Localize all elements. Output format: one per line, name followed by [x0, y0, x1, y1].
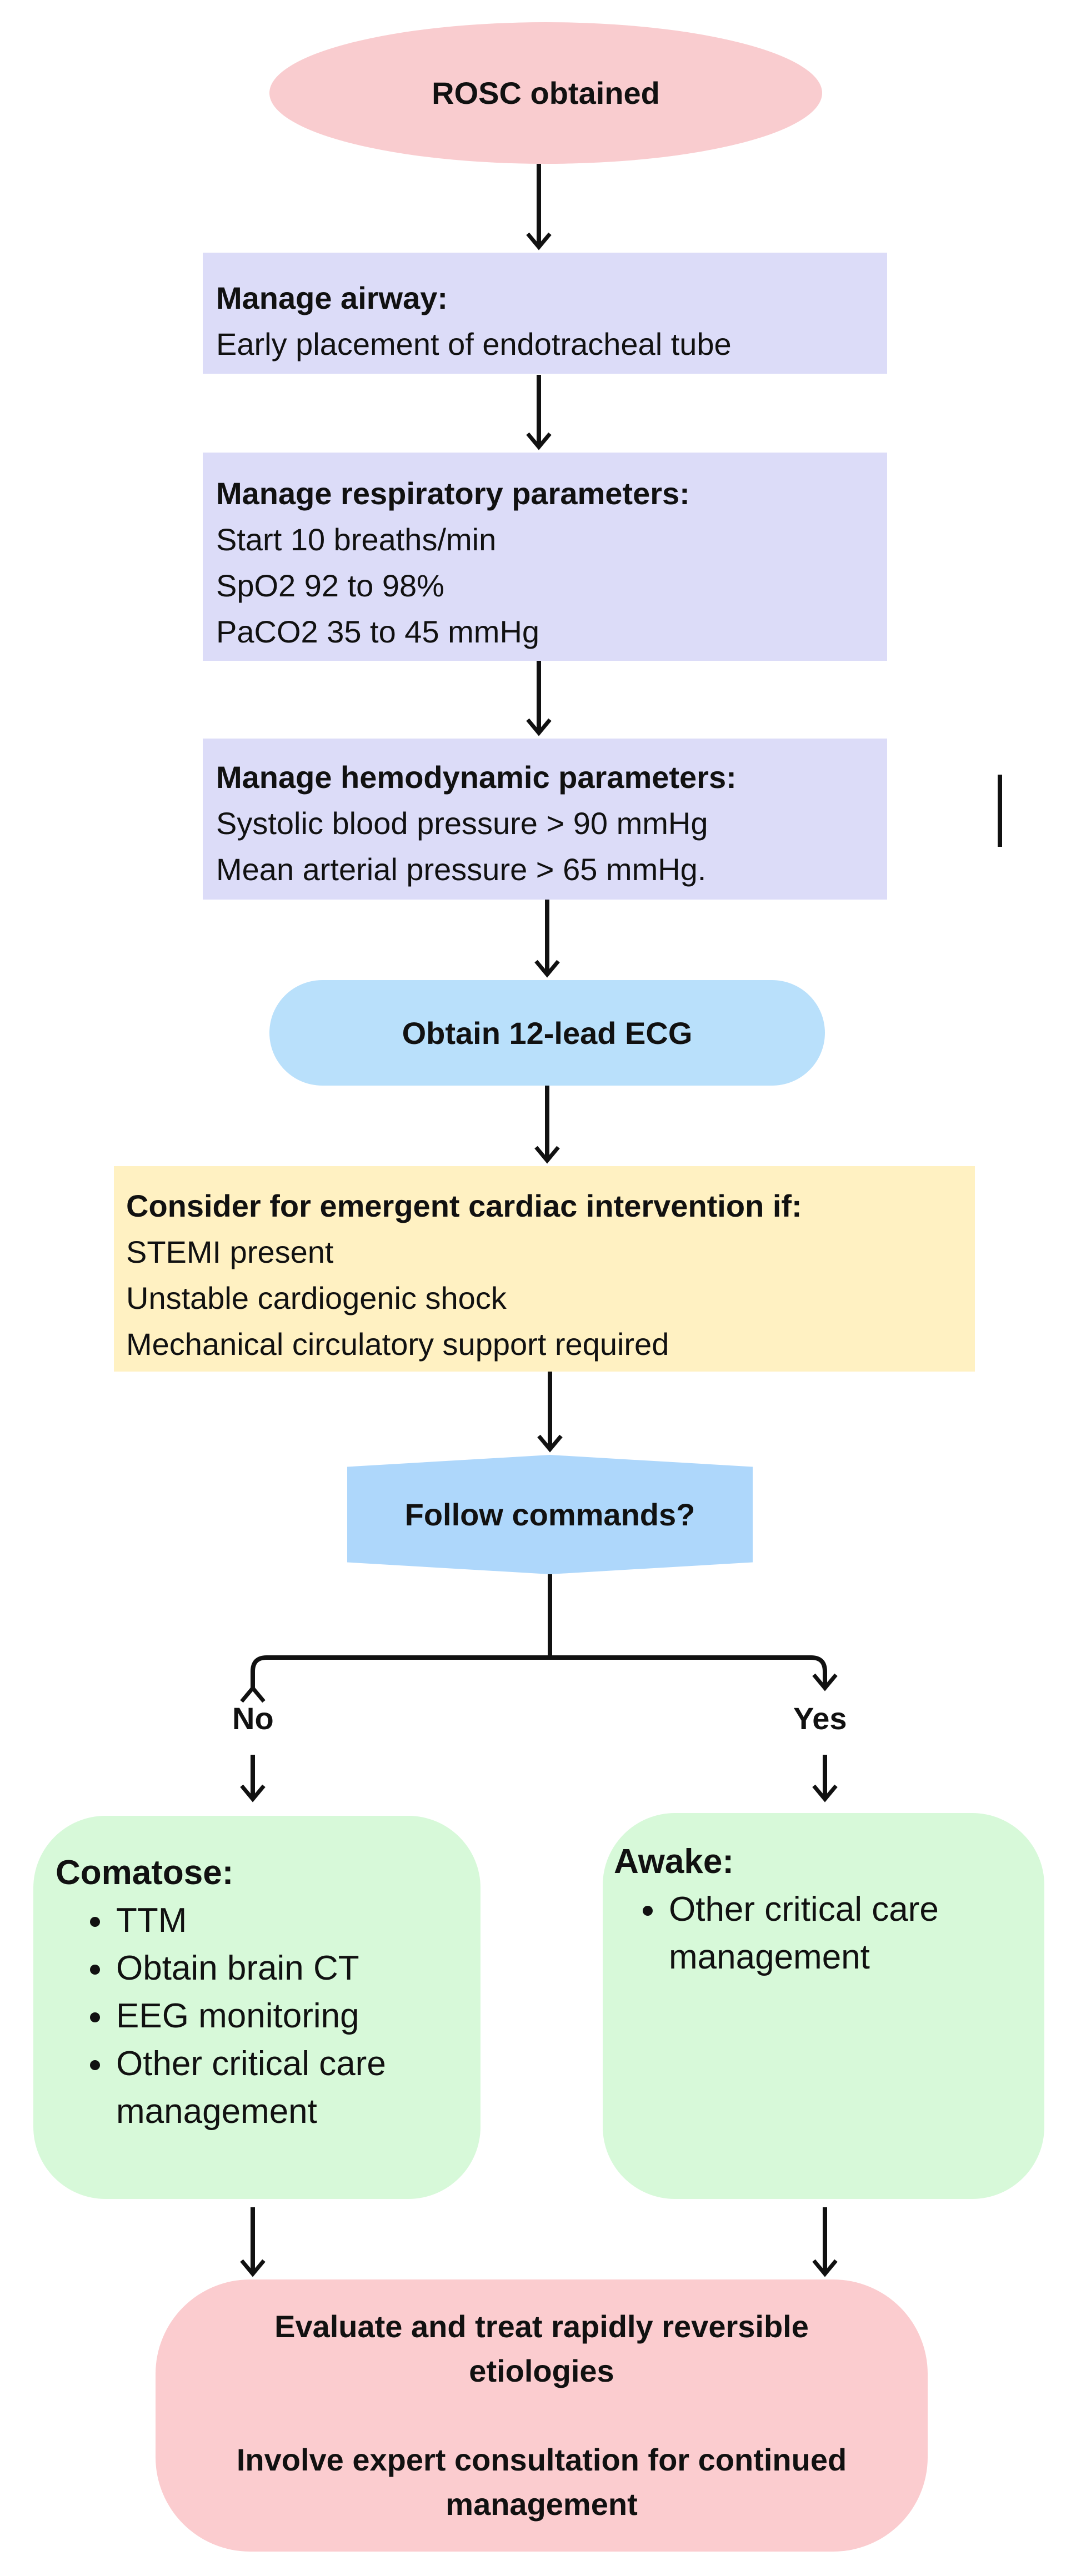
cardiac-line: Mechanical circulatory support required	[126, 1327, 669, 1362]
decision-label: Follow commands?	[404, 1497, 695, 1532]
respiratory-line: Start 10 breaths/min	[216, 522, 497, 557]
airway-box: Manage airway: Early placement of endotr…	[203, 253, 887, 374]
respiratory-box: Manage respiratory parameters: Start 10 …	[203, 453, 887, 661]
branch-bar	[240, 1655, 838, 1703]
respiratory-heading: Manage respiratory parameters:	[216, 476, 690, 511]
comatose-box: Comatose: TTM Obtain brain CT EEG monito…	[33, 1816, 481, 2199]
comatose-item: Obtain brain CT	[114, 1945, 481, 1992]
hemodynamic-line: Systolic blood pressure > 90 mmHg	[216, 806, 708, 841]
cardiac-line: STEMI present	[126, 1234, 334, 1269]
ecg-node: Obtain 12-lead ECG	[269, 980, 825, 1086]
start-label: ROSC obtained	[432, 76, 660, 111]
awake-heading: Awake:	[614, 1842, 734, 1881]
hemodynamic-heading: Manage hemodynamic parameters:	[216, 760, 737, 795]
awake-box: Awake: Other critical care management	[603, 1813, 1044, 2199]
comatose-item: Other critical care management	[114, 2040, 481, 2136]
cardiac-line: Unstable cardiogenic shock	[126, 1281, 507, 1315]
respiratory-line: PaCO2 35 to 45 mmHg	[216, 614, 540, 649]
cardiac-heading: Consider for emergent cardiac interventi…	[126, 1188, 802, 1223]
comatose-heading: Comatose:	[56, 1854, 234, 1892]
ecg-label: Obtain 12-lead ECG	[402, 1015, 693, 1051]
branch-label-yes: Yes	[793, 1701, 847, 1736]
hemodynamic-box: Manage hemodynamic parameters: Systolic …	[203, 739, 887, 900]
awake-list: Other critical care management	[603, 1886, 1044, 1981]
respiratory-line: SpO2 92 to 98%	[216, 568, 444, 603]
awake-item: Other critical care management	[667, 1886, 1044, 1981]
cardiac-box: Consider for emergent cardiac interventi…	[114, 1166, 975, 1372]
airway-line: Early placement of endotracheal tube	[216, 327, 732, 361]
comatose-item: EEG monitoring	[114, 1992, 481, 2040]
final-line-1: Evaluate and treat rapidly reversible et…	[274, 2309, 809, 2388]
final-line-2: Involve expert consultation for continue…	[236, 2442, 847, 2522]
final-box: Evaluate and treat rapidly reversible et…	[156, 2279, 928, 2552]
start-node: ROSC obtained	[269, 22, 822, 164]
decision-node: Follow commands?	[347, 1455, 753, 1574]
hemodynamic-line: Mean arterial pressure > 65 mmHg.	[216, 852, 707, 887]
comatose-list: TTM Obtain brain CT EEG monitoring Other…	[33, 1897, 481, 2136]
airway-heading: Manage airway:	[216, 280, 448, 315]
comatose-item: TTM	[114, 1897, 481, 1945]
branch-label-no: No	[232, 1701, 274, 1736]
